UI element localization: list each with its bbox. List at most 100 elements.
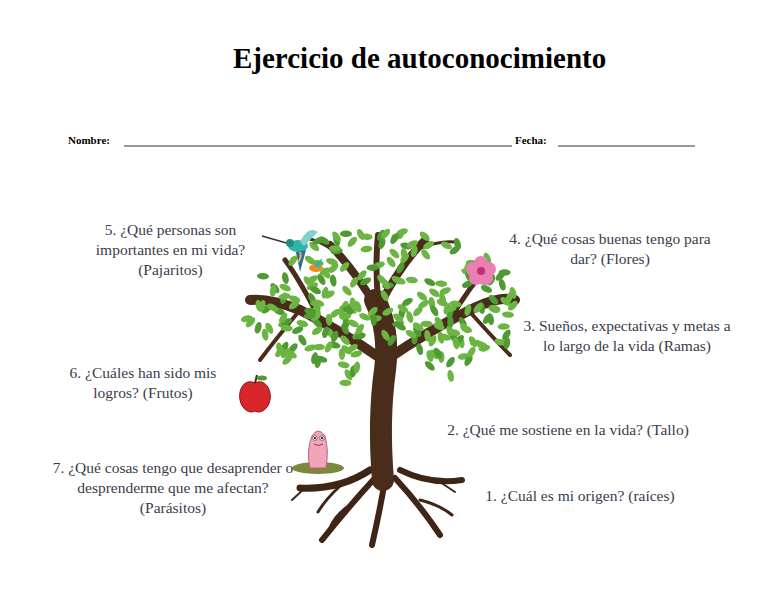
leaf <box>330 230 342 243</box>
leaf <box>275 342 284 355</box>
leaf <box>358 312 372 323</box>
leaf <box>444 355 456 368</box>
leaf <box>446 369 454 382</box>
tree-trunk-branches <box>250 235 515 480</box>
leaf <box>428 304 440 318</box>
leaf <box>312 298 325 308</box>
question-label: 4. ¿Qué cosas buenas tengo para dar? (Fl… <box>500 229 720 269</box>
leaf <box>404 328 418 340</box>
tree-leaves <box>240 227 519 386</box>
leaf <box>266 302 280 313</box>
leaf <box>337 361 350 370</box>
leaf <box>478 344 491 353</box>
form-field-label: Fecha: <box>515 134 547 146</box>
leaf <box>359 276 373 287</box>
leaf <box>371 314 378 326</box>
leaf <box>388 247 401 260</box>
leaf <box>377 237 387 250</box>
leaf <box>406 239 420 250</box>
leaf <box>323 340 334 354</box>
leaf <box>329 274 337 287</box>
leaf <box>438 286 451 296</box>
leaf <box>415 343 424 356</box>
leaf <box>422 239 436 250</box>
leaf <box>340 284 353 297</box>
leaf <box>257 273 269 280</box>
leaf <box>321 326 331 339</box>
leaf <box>341 305 355 316</box>
leaf <box>419 248 431 261</box>
leaf <box>281 325 293 332</box>
form-field-label: Nombre: <box>68 134 110 146</box>
leaf <box>287 299 300 311</box>
leaf <box>499 269 511 275</box>
leaf <box>435 280 447 287</box>
leaf <box>481 312 493 325</box>
leaf <box>330 330 340 344</box>
question-label: 5. ¿Qué personas son importantes en mi v… <box>68 220 273 280</box>
leaf <box>240 314 253 323</box>
leaf <box>325 257 338 267</box>
leaf <box>340 322 351 336</box>
leaf <box>472 301 485 314</box>
leaf <box>254 299 263 312</box>
worm <box>292 431 344 474</box>
leaf <box>460 324 473 334</box>
leaf <box>329 245 341 252</box>
question-label: 3. Sueños, expectativas y metas a lo lar… <box>522 316 732 356</box>
leaf <box>498 323 510 330</box>
leaf <box>432 321 446 332</box>
leaf <box>388 232 400 246</box>
leaf <box>360 245 373 253</box>
leaf <box>432 346 444 360</box>
leaf <box>278 282 292 292</box>
small-bird <box>309 258 323 272</box>
leaf <box>393 276 407 286</box>
leaf <box>406 276 419 284</box>
leaf <box>317 235 331 247</box>
leaf <box>392 312 405 324</box>
leaf <box>379 289 390 303</box>
leaf <box>386 334 398 348</box>
hummingbird <box>262 230 318 272</box>
leaf <box>338 334 351 347</box>
leaf <box>354 323 366 337</box>
leaf <box>498 278 507 291</box>
leaf <box>309 285 323 296</box>
leaf <box>355 228 366 242</box>
apple <box>240 375 271 412</box>
leaf <box>285 349 299 361</box>
leaf <box>463 303 472 316</box>
leaf <box>310 325 324 337</box>
leaf <box>269 284 277 297</box>
leaf <box>278 292 291 300</box>
leaf <box>304 307 317 315</box>
leaf <box>394 321 408 332</box>
leaf <box>423 277 437 288</box>
leaf <box>313 344 325 351</box>
leaf <box>380 277 392 291</box>
leaf <box>448 244 461 256</box>
leaf <box>480 283 494 294</box>
leaf <box>452 337 461 350</box>
leaf <box>353 361 361 374</box>
leaf <box>487 305 500 315</box>
leaf <box>346 235 359 248</box>
question-label: 6. ¿Cuáles han sido mis logros? (Frutos) <box>48 363 238 403</box>
leaf <box>428 287 442 299</box>
leaf <box>399 252 411 265</box>
leaf <box>487 293 500 306</box>
leaf <box>466 345 478 359</box>
leaf <box>425 350 434 363</box>
leaf <box>436 298 450 308</box>
leaf <box>346 342 360 354</box>
leaf <box>339 379 351 386</box>
leaf <box>253 321 262 334</box>
leaf <box>417 298 431 310</box>
leaf <box>395 261 406 275</box>
leaf <box>338 260 351 273</box>
leaf <box>264 321 275 335</box>
leaf <box>310 351 319 364</box>
